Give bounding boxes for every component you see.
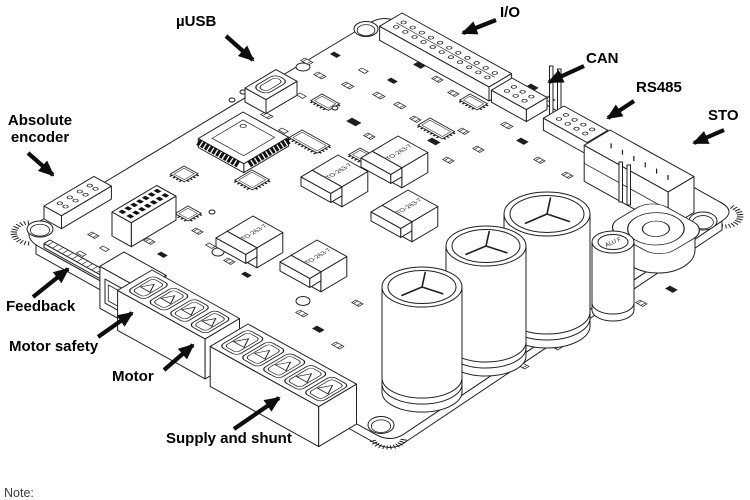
- smd-component: [223, 257, 236, 265]
- smd-component: [357, 67, 369, 74]
- smd-component: [472, 145, 485, 153]
- smd-component: [346, 117, 362, 127]
- corner-knurl: [369, 438, 407, 450]
- smd-component: [431, 75, 444, 83]
- corner-knurl: [10, 220, 30, 246]
- feedback-arrow: [31, 267, 70, 299]
- motor-safety-arrow: [96, 311, 134, 339]
- io-arrow: [461, 18, 497, 35]
- supply-shunt-connector: [209, 323, 357, 448]
- smd-component: [665, 285, 678, 293]
- smd-component: [351, 299, 364, 307]
- rs485-arrow: [606, 99, 636, 120]
- smd-component: [516, 137, 529, 145]
- toroid-inductor: [611, 203, 700, 274]
- test-point: [228, 97, 236, 103]
- smd-component: [372, 91, 386, 100]
- absolute-encoder-connector: [43, 175, 112, 230]
- supply-shunt-arrow: [232, 396, 281, 431]
- smd-component: [386, 77, 398, 84]
- smd-component: [635, 299, 648, 307]
- absolute-encoder-arrow: [26, 151, 55, 177]
- smd-component: [447, 89, 460, 97]
- smd-component: [331, 341, 345, 350]
- smd-component: [260, 111, 274, 120]
- smd-component: [561, 171, 574, 179]
- smd-component: [75, 250, 87, 257]
- uusb-connector: [244, 69, 298, 115]
- smd-component: [442, 156, 455, 164]
- callout-io: I/O: [500, 4, 521, 21]
- smd-component: [329, 51, 341, 58]
- corner-knurl: [721, 204, 744, 229]
- to263-package-tab: [360, 150, 403, 184]
- board-hole: [295, 296, 311, 306]
- bulk-capacitor-1: [381, 266, 463, 413]
- smd-component: [87, 231, 100, 239]
- mcu-chip: [196, 111, 291, 174]
- sto-arrow: [692, 128, 725, 145]
- smd-component: [240, 271, 252, 278]
- smd-component: [427, 137, 441, 146]
- to263-package-tab: [300, 169, 343, 203]
- smd-component: [341, 81, 355, 90]
- bulk-capacitor-2: [445, 225, 527, 377]
- can-arrow: [547, 64, 585, 84]
- mounting-hole: [26, 220, 54, 238]
- smd-component: [295, 309, 309, 318]
- ic-chip: [458, 93, 489, 111]
- smd-component: [295, 92, 307, 99]
- can-connector: [490, 77, 548, 123]
- callout-uusb: µUSB: [176, 13, 217, 30]
- smd-component: [277, 127, 289, 134]
- note: Note: This image corresponds to part num…: [4, 452, 595, 500]
- note-title: Note:: [4, 485, 34, 500]
- callout-feedback: Feedback: [6, 298, 76, 315]
- smd-component: [312, 325, 325, 333]
- header-pin: [618, 161, 623, 203]
- mounting-hole: [353, 21, 379, 37]
- ic-chip: [416, 117, 456, 140]
- to263-package-tab: [215, 230, 258, 264]
- smd-component: [409, 115, 422, 123]
- mounting-hole: [367, 416, 395, 434]
- ic-chip: [233, 169, 271, 191]
- smd-component: [300, 57, 314, 66]
- uusb-arrow: [224, 34, 255, 62]
- callout-motor-safety: Motor safety: [9, 338, 99, 355]
- ic-chip: [169, 165, 200, 183]
- alu-capacitor: [591, 230, 635, 322]
- callout-supply-shunt: Supply and shunt: [166, 430, 292, 447]
- board-hole: [295, 62, 311, 72]
- callout-can: CAN: [586, 50, 619, 67]
- smd-component: [156, 251, 168, 258]
- smd-component: [204, 242, 216, 249]
- smd-component: [393, 101, 407, 110]
- smd-component: [313, 71, 327, 80]
- smd-component: [457, 127, 470, 135]
- test-point: [331, 105, 339, 111]
- callout-absolute-encoder: Absolute encoder: [7, 112, 73, 147]
- callout-rs485: RS485: [636, 79, 682, 96]
- smd-component: [191, 227, 204, 235]
- header-pin: [626, 164, 631, 206]
- to263-package-tab: [279, 254, 322, 288]
- smd-component: [533, 156, 546, 164]
- callout-sto: STO: [708, 107, 739, 124]
- smd-component: [500, 121, 514, 130]
- ic-chip: [173, 205, 203, 222]
- motor-arrow: [162, 343, 195, 372]
- smd-component: [363, 132, 376, 140]
- to263-package-tab: [370, 204, 413, 238]
- header-pin-grid: [111, 185, 177, 248]
- smd-component: [98, 245, 110, 252]
- smd-component: [143, 237, 156, 245]
- test-point: [208, 209, 216, 215]
- callout-motor: Motor: [112, 368, 154, 385]
